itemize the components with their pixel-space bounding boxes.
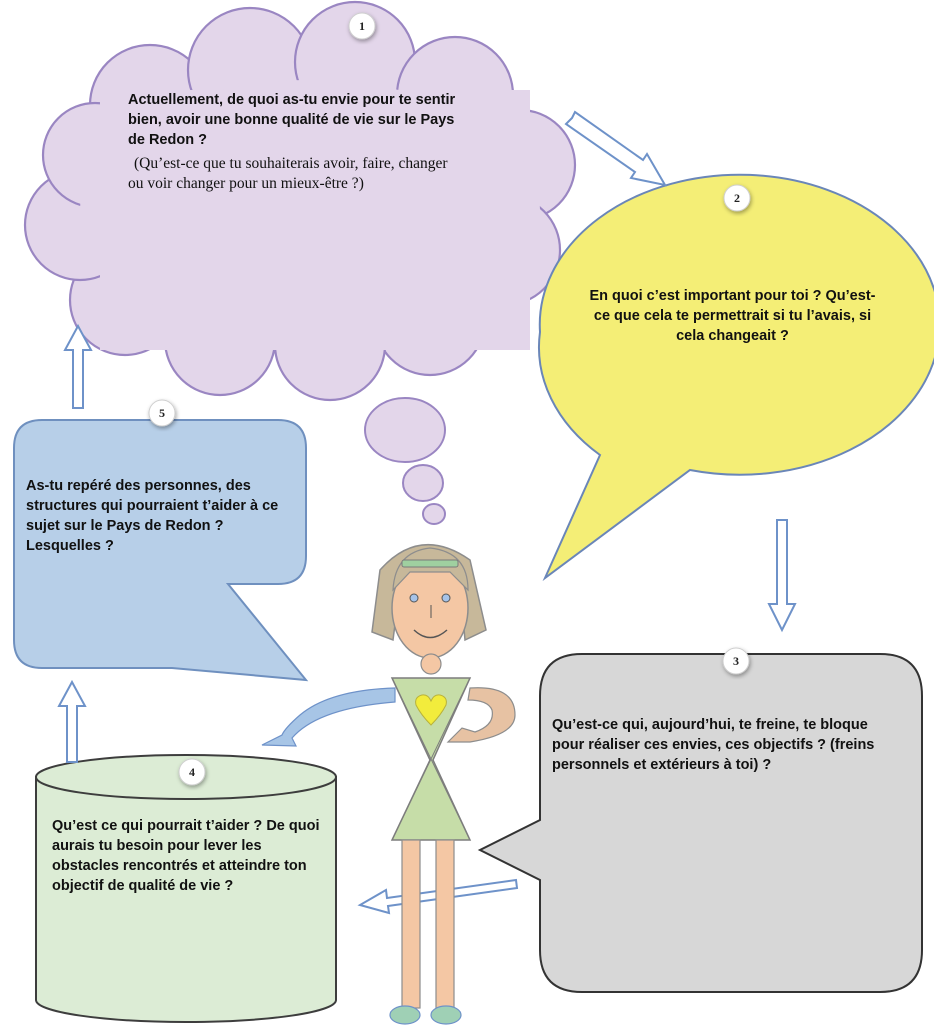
badge-number-4: 4	[189, 765, 195, 779]
speech-bubble-yellow	[537, 173, 934, 582]
badge-step3	[722, 647, 750, 675]
badge-step1	[348, 12, 376, 40]
note-box-blue	[13, 419, 309, 682]
badge-number-1: 1	[359, 19, 365, 33]
step1-question: Actuellement, de quoi as-tu envie pour t…	[128, 92, 456, 148]
arrow-step1-to-step2	[564, 110, 667, 187]
arrow-step5-to-step1	[63, 323, 93, 409]
person-figure	[261, 543, 516, 1025]
badge-number-2: 2	[734, 191, 740, 205]
badge-step5	[148, 399, 176, 427]
step-badges: 1 2 3 4 5	[148, 12, 751, 786]
step5-question: As-tu repéré des personnes, des structur…	[26, 478, 279, 554]
arrow-step4-to-step5	[57, 679, 87, 763]
step3-question: Qu’est-ce qui, aujourd’hui, te freine, t…	[552, 717, 875, 773]
badge-step2	[723, 184, 751, 212]
badge-number-3: 3	[733, 654, 739, 668]
badge-number-5: 5	[159, 406, 165, 420]
speech-box-gray	[477, 653, 923, 993]
step1-detail: (Qu’est-ce que tu souhaiterais avoir, fa…	[128, 155, 448, 192]
thought-cloud	[23, 0, 577, 402]
step2-question: En quoi c’est important pour toi ? Qu’es…	[589, 288, 876, 344]
arrow-step2-to-step3	[767, 519, 797, 633]
thought-bubbles	[364, 397, 446, 525]
badge-step4	[178, 758, 206, 786]
step4-question: Qu’est ce qui pourrait t’aider ? De quoi…	[52, 818, 320, 894]
